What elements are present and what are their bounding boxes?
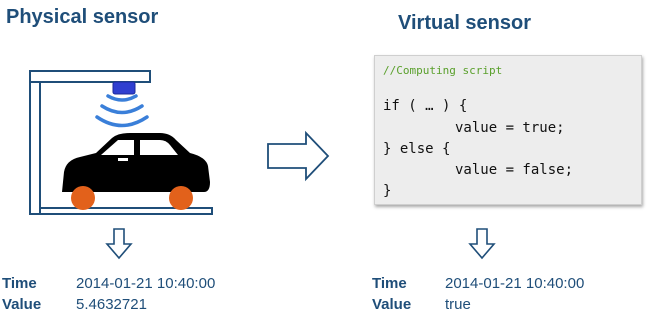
virtual-value-label: Value: [372, 296, 412, 313]
script-comment: //Computing script: [383, 64, 503, 77]
physical-value-value: 5.4632721: [76, 296, 147, 313]
virtual-time-label: Time: [372, 275, 407, 292]
virtual-sensor-title: Virtual sensor: [398, 12, 532, 34]
signal-waves-icon: [95, 94, 149, 128]
script-line: } else {: [383, 141, 451, 157]
sensor-device-icon: [112, 81, 136, 95]
down-arrow-icon: [468, 228, 496, 260]
physical-time-label: Time: [2, 275, 37, 292]
car-icon: [62, 133, 210, 210]
computing-script-panel: //Computing script if ( … ) { value = tr…: [374, 55, 642, 205]
virtual-time-value: 2014-01-21 10:40:00: [445, 275, 585, 292]
script-line: value = true;: [455, 120, 565, 136]
script-line: }: [383, 183, 392, 199]
script-line: if ( … ) {: [383, 98, 468, 114]
gantry-structure: [29, 70, 213, 215]
physical-time-value: 2014-01-21 10:40:00: [76, 275, 216, 292]
down-arrow-icon: [105, 228, 133, 260]
script-line: value = false;: [455, 162, 574, 178]
right-arrow-icon: [267, 130, 330, 182]
physical-value-label: Value: [2, 296, 42, 313]
virtual-value-value: true: [445, 296, 471, 313]
physical-sensor-title: Physical sensor: [6, 6, 159, 28]
